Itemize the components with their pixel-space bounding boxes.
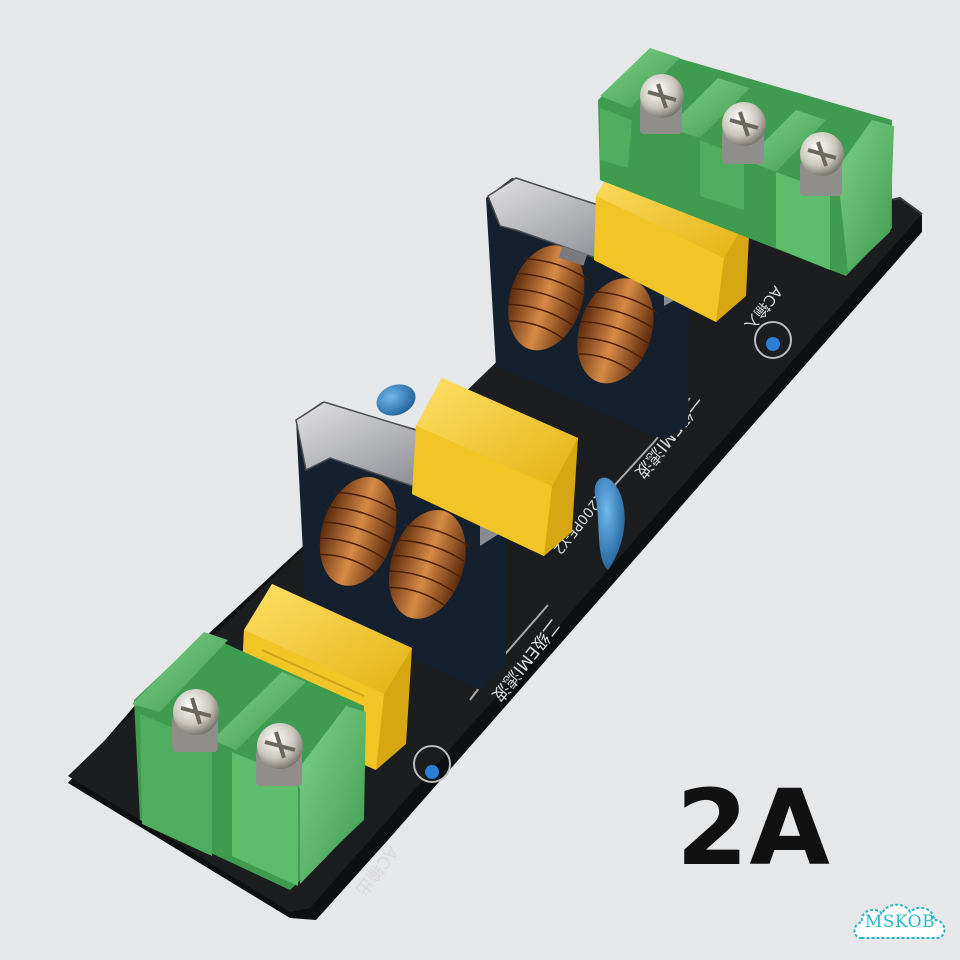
- output-terminal-block: [132, 632, 366, 890]
- screw-icon: [800, 132, 844, 196]
- screw-icon: [722, 102, 766, 164]
- y-capacitor-1: [376, 384, 416, 416]
- input-terminal-block: [598, 48, 894, 276]
- current-rating-label: 2A: [676, 767, 831, 889]
- y-capacitor-2: [594, 477, 625, 570]
- x-capacitor-2: [412, 378, 578, 556]
- screw-icon: [640, 74, 684, 134]
- screw-icon: [256, 723, 303, 786]
- watermark-text: MSKOB: [864, 912, 936, 932]
- mounting-hole-bottom: [413, 745, 451, 783]
- cloud-icon: [853, 903, 946, 939]
- watermark-badge: MSKOB: [848, 898, 952, 950]
- mounting-hole-top: [754, 321, 792, 359]
- screw-icon: [172, 689, 219, 752]
